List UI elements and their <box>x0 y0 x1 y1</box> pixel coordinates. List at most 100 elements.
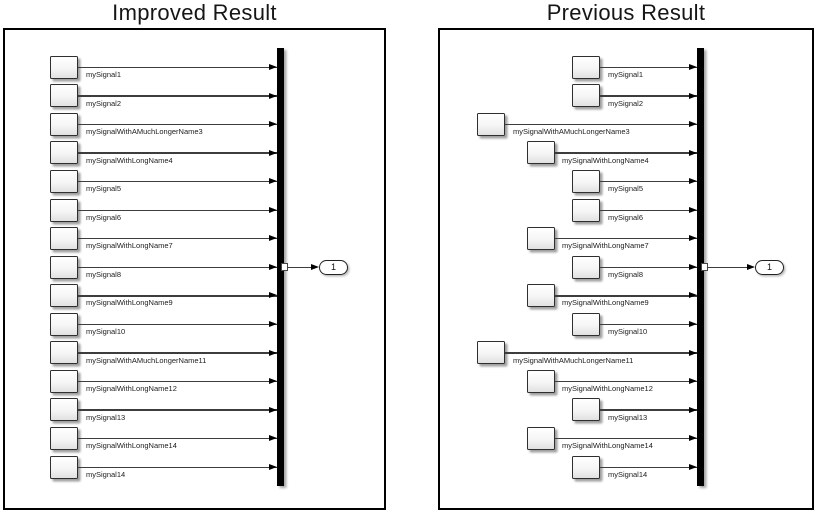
signal-arrowhead <box>689 349 697 356</box>
signal-line <box>78 66 277 69</box>
signal-line <box>600 466 697 468</box>
signal-name-label: mySignalWithLongName4 <box>86 155 173 165</box>
signal-name-label: mySignal1 <box>608 70 644 79</box>
signal-source-block <box>50 426 78 450</box>
signal-line <box>600 323 697 326</box>
signal-arrowhead <box>269 406 277 413</box>
signal-line <box>555 437 697 440</box>
signal-line <box>78 466 277 468</box>
signal-arrowhead <box>269 320 277 327</box>
signal-arrowhead <box>689 406 697 413</box>
signal-arrowhead <box>269 378 277 385</box>
panel-title-improved: Improved Result <box>112 0 277 25</box>
signal-source-block <box>572 84 600 108</box>
signal-name-label: mySignalWithAMuchLongerName3 <box>513 127 630 137</box>
signal-arrowhead <box>269 235 277 242</box>
signal-name-label: mySignal1 <box>86 70 122 79</box>
signal-name-label: mySignalWithLongName7 <box>562 241 649 251</box>
signal-name-label: mySignal6 <box>86 212 122 222</box>
signal-source-block <box>50 284 78 308</box>
signal-line <box>78 209 277 211</box>
signal-line <box>600 181 697 183</box>
signal-arrowhead <box>269 92 277 99</box>
signal-source-block <box>477 341 505 365</box>
signal-name-label: mySignalWithLongName12 <box>86 384 177 394</box>
signal-name-label: mySignalWithAMuchLongerName11 <box>86 355 207 365</box>
signal-arrowhead <box>269 64 277 70</box>
signal-name-label: mySignalWithAMuchLongerName11 <box>513 355 634 365</box>
signal-arrowhead <box>689 178 697 185</box>
signal-source-block <box>527 141 555 165</box>
signal-source-block <box>572 455 600 479</box>
signal-name-label: mySignal6 <box>608 212 644 222</box>
signal-arrowhead <box>269 435 277 442</box>
signal-line <box>555 152 697 154</box>
signal-name-label: mySignalWithLongName7 <box>86 241 173 251</box>
signal-line <box>78 323 277 326</box>
signal-source-block <box>50 255 78 279</box>
output-arrowhead <box>747 263 755 270</box>
signal-name-label: mySignal14 <box>86 469 126 479</box>
signal-line <box>78 437 277 440</box>
signal-source-block <box>50 112 78 136</box>
signal-name-label: mySignalWithLongName14 <box>562 441 653 451</box>
signal-name-label: mySignalWithLongName12 <box>562 384 653 394</box>
signal-line <box>600 266 697 269</box>
signal-source-block <box>50 341 78 365</box>
signal-line <box>600 95 697 97</box>
signal-source-block <box>572 198 600 222</box>
signal-name-label: mySignalWithLongName9 <box>562 298 649 308</box>
signal-arrowhead <box>689 206 697 213</box>
signal-source-block <box>50 227 78 251</box>
output-line <box>707 266 747 269</box>
signal-arrowhead <box>269 149 277 156</box>
signal-source-block <box>527 227 555 251</box>
signal-name-label: mySignalWithLongName9 <box>86 298 173 308</box>
signal-line <box>78 238 277 240</box>
signal-arrowhead <box>269 178 277 185</box>
signal-arrowhead <box>269 349 277 356</box>
signal-source-block <box>572 398 600 422</box>
signal-line <box>600 409 697 411</box>
signal-arrowhead <box>269 263 277 270</box>
signal-name-label: mySignalWithLongName14 <box>86 441 177 451</box>
signal-source-block <box>50 455 78 479</box>
signal-name-label: mySignal8 <box>608 269 644 279</box>
signal-line <box>78 295 277 297</box>
signal-line <box>78 152 277 154</box>
signal-arrowhead <box>689 121 697 128</box>
signal-line <box>78 352 277 354</box>
signal-line <box>555 238 697 240</box>
signal-arrowhead <box>269 292 277 299</box>
signal-name-label: mySignal13 <box>608 412 648 422</box>
signal-arrowhead <box>689 263 697 270</box>
signal-line <box>505 352 697 354</box>
signal-line <box>600 209 697 211</box>
signal-arrowhead <box>689 320 697 327</box>
signal-name-label: mySignal13 <box>86 412 126 422</box>
signal-source-block <box>572 170 600 193</box>
signal-source-block <box>572 255 600 279</box>
output-arrowhead <box>311 263 319 270</box>
signal-arrowhead <box>689 64 697 70</box>
signal-line <box>78 123 277 126</box>
signal-name-label: mySignalWithLongName4 <box>562 155 649 165</box>
outport-block: 1 <box>755 259 784 276</box>
signal-source-block <box>50 170 78 193</box>
signal-name-label: mySignal5 <box>86 184 122 194</box>
signal-line <box>600 66 697 69</box>
signal-source-block <box>527 369 555 393</box>
signal-name-label: mySignal5 <box>608 184 644 194</box>
signal-source-block <box>50 398 78 422</box>
signal-name-label: mySignal10 <box>608 326 648 336</box>
signal-arrowhead <box>269 206 277 213</box>
signal-line <box>78 380 277 383</box>
signal-arrowhead <box>689 463 697 470</box>
panel-title-previous: Previous Result <box>546 0 706 25</box>
signal-line <box>78 266 277 269</box>
signal-source-block <box>50 141 78 165</box>
signal-name-label: mySignalWithAMuchLongerName3 <box>86 127 203 137</box>
